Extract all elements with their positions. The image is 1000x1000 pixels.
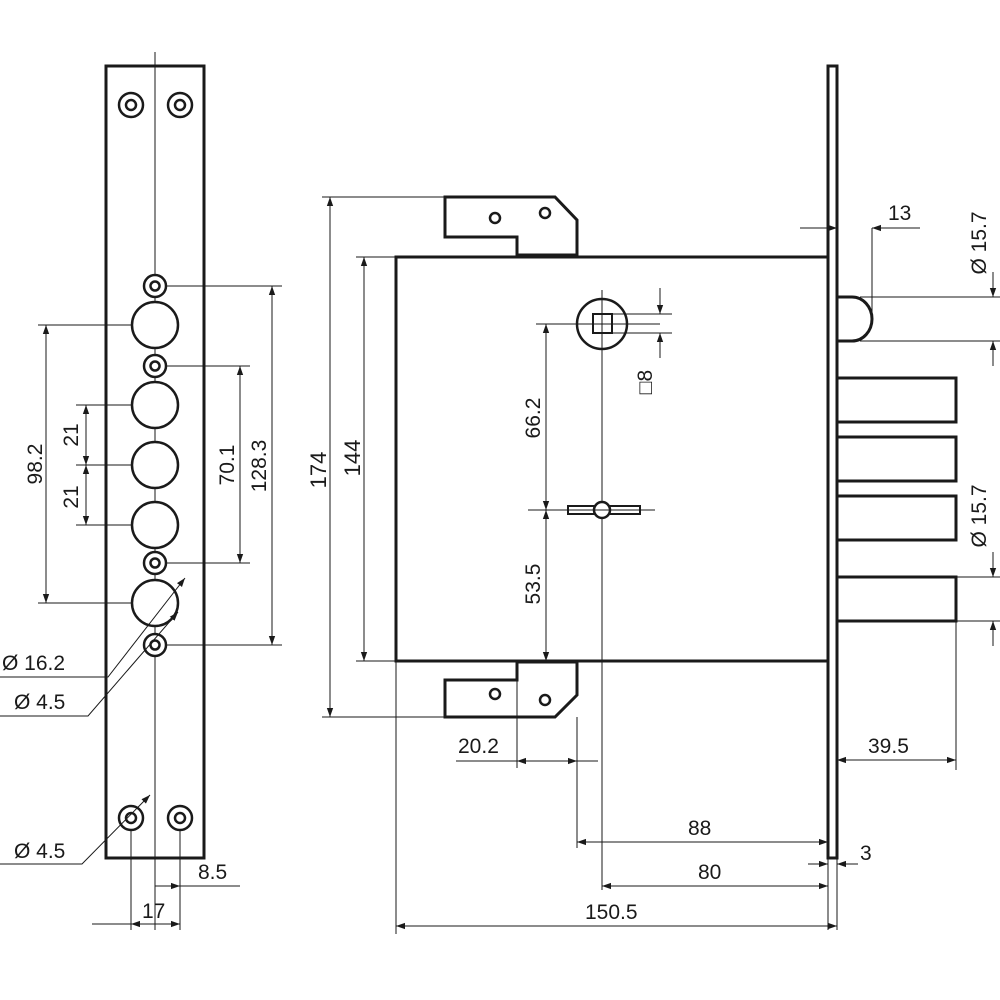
latch-bolt xyxy=(835,295,874,343)
dim-label-21-upper: 21 xyxy=(60,423,83,446)
dim-label-square-8: □8 xyxy=(634,370,657,394)
dim-label-13: 13 xyxy=(888,202,911,225)
dead-bolt-1 xyxy=(835,376,958,424)
leader-dia-16-2 xyxy=(0,577,186,678)
leader-dia-4-5-lower xyxy=(0,794,151,865)
small-hole-4 xyxy=(142,632,168,658)
top-bracket xyxy=(443,195,579,257)
dead-bolt-3 xyxy=(835,494,958,542)
dim-label-3: 3 xyxy=(860,842,872,865)
dead-bolt-4 xyxy=(835,575,958,623)
small-hole-2 xyxy=(142,353,168,379)
leader-dia-4-5-upper xyxy=(0,611,179,717)
bolt-hole-1 xyxy=(130,300,180,350)
dim-label-150-5: 150.5 xyxy=(585,901,638,924)
faceplate-front-view: 98.2 21 21 70.1 128.3 Ø 16.2 Ø 4.5 Ø 4.5… xyxy=(0,52,282,930)
bolt-hole-2 xyxy=(130,380,180,430)
dim-label-39-5: 39.5 xyxy=(868,735,909,758)
dim-label-80: 80 xyxy=(698,861,721,884)
lock-side-view: □8 66.2 53.5 174 144 13 Ø 15.7 xyxy=(306,64,1000,934)
dim-label-98-2: 98.2 xyxy=(24,444,47,485)
screw-hole-bottom-right xyxy=(166,804,194,832)
bottom-bracket xyxy=(443,660,579,719)
dim-label-dia-4-5-lower: Ø 4.5 xyxy=(14,840,65,863)
screw-hole-top-right xyxy=(166,91,194,119)
bolt-hole-4 xyxy=(130,500,180,550)
dim-label-dia-4-5-upper: Ø 4.5 xyxy=(14,691,65,714)
dim-label-174: 174 xyxy=(306,452,331,489)
dim-label-21-lower: 21 xyxy=(60,485,83,508)
bolt-hole-5 xyxy=(130,578,180,628)
dim-label-70-1: 70.1 xyxy=(216,445,239,486)
bolt-hole-3 xyxy=(130,440,180,490)
small-hole-1 xyxy=(142,273,168,299)
dim-label-128-3: 128.3 xyxy=(248,440,271,493)
screw-hole-top-left xyxy=(117,91,145,119)
dim-label-53-5: 53.5 xyxy=(522,564,545,605)
dim-label-dia-16-2: Ø 16.2 xyxy=(2,652,65,675)
dim-label-20-2: 20.2 xyxy=(458,735,499,758)
dim-label-dia-15-7-upper: Ø 15.7 xyxy=(968,211,991,274)
dim-label-dia-15-7-lower: Ø 15.7 xyxy=(968,484,991,547)
dim-label-66-2: 66.2 xyxy=(522,398,545,439)
dim-label-17: 17 xyxy=(142,900,165,923)
small-hole-3 xyxy=(142,550,168,576)
dim-label-88: 88 xyxy=(688,817,711,840)
dead-bolt-2 xyxy=(835,435,958,483)
dim-label-8-5: 8.5 xyxy=(198,861,227,884)
screw-hole-bottom-left xyxy=(117,804,145,832)
dim-label-144: 144 xyxy=(340,440,365,477)
